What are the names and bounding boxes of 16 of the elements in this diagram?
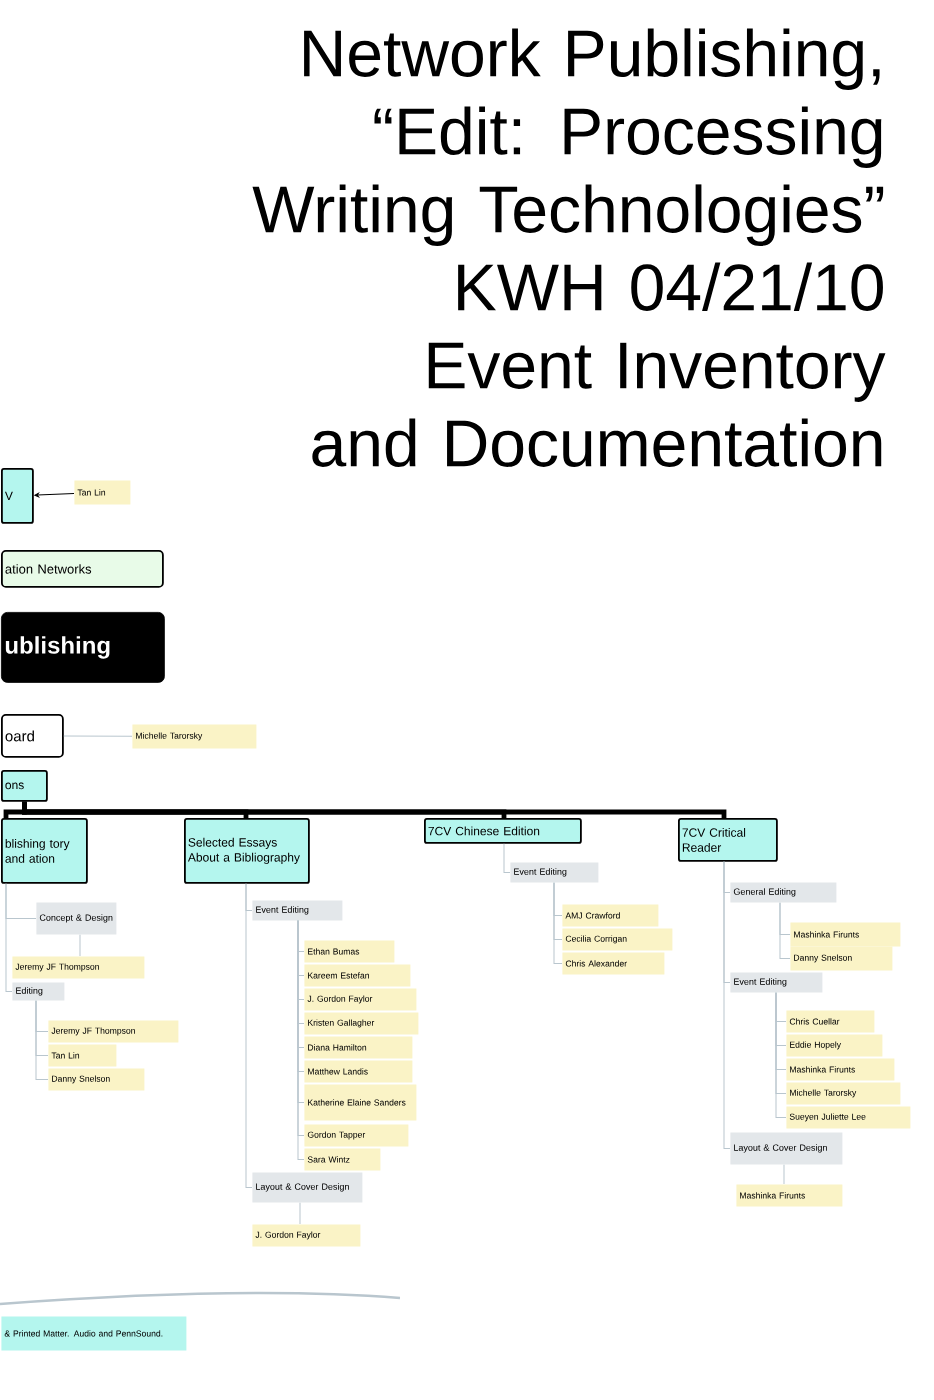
connector [79, 934, 81, 957]
connector [775, 992, 787, 1118]
connector [34, 492, 75, 498]
connector [35, 1000, 49, 1080]
heading-box: ublishing [1, 612, 165, 683]
connector [503, 843, 511, 873]
title: Network Publishing, “Edit: Processing Writing Technologies” KWH 04/21/10 Event Inventory and Documentation [252, 28, 886, 467]
connector [22, 801, 727, 819]
connector [779, 902, 791, 959]
connector [245, 883, 253, 1188]
connector [783, 1164, 785, 1185]
connector [553, 882, 563, 964]
connector [299, 1202, 301, 1225]
connector [723, 861, 731, 1149]
connector [5, 883, 13, 992]
connector [63, 735, 133, 737]
